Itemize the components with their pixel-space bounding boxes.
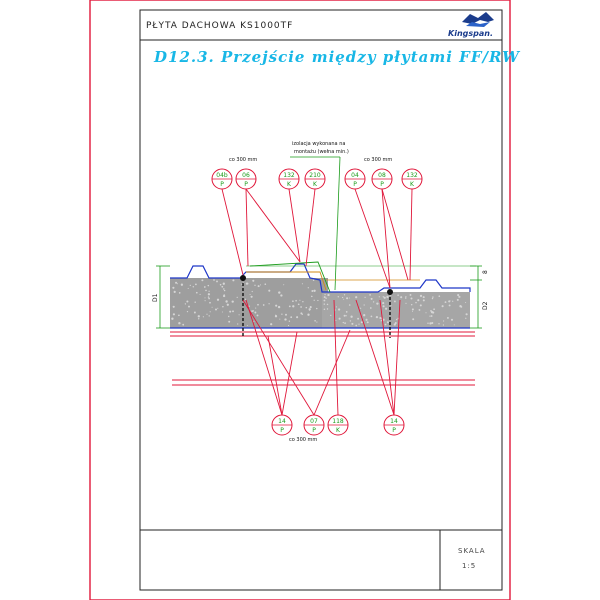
dim-label-right: D2 — [482, 301, 489, 310]
left-panel-core — [170, 278, 328, 328]
drawing-title: D12.3. Przejście między płytami FF/RW — [153, 48, 521, 66]
callout-bubble: 14P — [271, 414, 293, 436]
right-panel-top-sheet — [319, 279, 471, 293]
callout-number: 04 — [351, 172, 359, 179]
dim-label-top-right: 8 — [482, 270, 489, 274]
spacing-label-right: co 300 mm — [364, 157, 392, 163]
callout-number: 118 — [332, 418, 344, 425]
callout-number: 14 — [278, 418, 286, 425]
core-texture — [171, 279, 468, 327]
callout-number: 210 — [309, 172, 321, 179]
callout-letter: P — [380, 181, 384, 188]
fastener-right — [387, 289, 393, 338]
callout-number: 14 — [390, 418, 398, 425]
callout-letter: P — [353, 181, 357, 188]
panel-section: D1 8 D2 — [152, 261, 489, 338]
callout-bubble: 06P — [235, 168, 257, 190]
callout-number: 132 — [283, 172, 295, 179]
scale-label: SKALA — [458, 547, 486, 555]
scale-value: 1:5 — [462, 562, 476, 570]
callout-letter: K — [410, 181, 415, 188]
spacing-label-left: co 300 mm — [229, 157, 257, 163]
callout-bubble: 04P — [344, 168, 366, 190]
note-line-1: izolacja wykonana na — [292, 141, 345, 147]
callout-number: 06 — [242, 172, 250, 179]
callout-number: 08 — [378, 172, 386, 179]
callout-letter: P — [244, 181, 248, 188]
spacing-label-bottom: co 300 mm — [289, 437, 317, 443]
flashing-green — [249, 261, 331, 293]
callout-letter: K — [336, 427, 341, 434]
callout-letter: P — [220, 181, 224, 188]
kingspan-logo: Kingspan. — [448, 12, 494, 38]
fastener-left — [240, 275, 246, 338]
title-block-border — [139, 9, 503, 591]
flashing-orange — [246, 271, 327, 291]
callout-number: 07 — [310, 418, 318, 425]
callout-letter: K — [313, 181, 318, 188]
callout-number: 04b — [216, 172, 228, 179]
callout-letter: P — [392, 427, 396, 434]
callout-bubble: 07P — [303, 414, 325, 436]
sheet-frame — [89, 0, 511, 600]
callout-number: 132 — [406, 172, 418, 179]
note-leader — [334, 156, 341, 291]
logo-text: Kingspan. — [448, 29, 493, 38]
callout-letter: P — [312, 427, 316, 434]
callout-letter: P — [280, 427, 284, 434]
leader-lines — [221, 188, 413, 416]
note-line-2: montażu (wełna min.) — [294, 149, 349, 155]
dim-label-left: D1 — [152, 293, 159, 302]
header-title: PŁYTA DACHOWA KS1000TF — [146, 21, 293, 31]
callout-bubble: 14P — [383, 414, 405, 436]
callout-letter: K — [287, 181, 292, 188]
callout-bubble: 08P — [371, 168, 393, 190]
